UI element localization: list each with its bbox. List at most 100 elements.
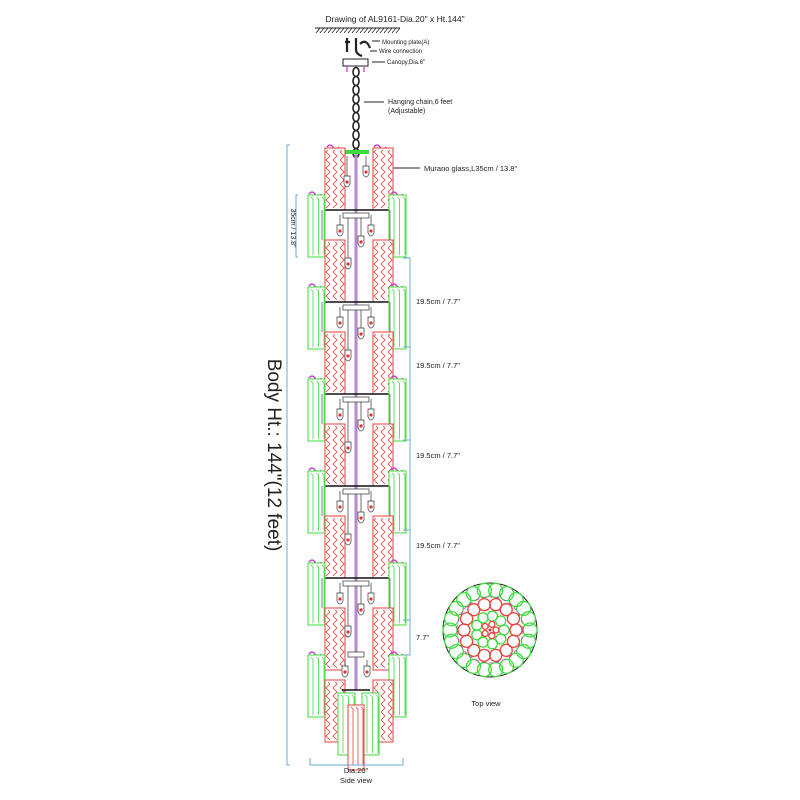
tier-spacing-dimensions: 19.5cm / 7.7" 19.5cm / 7.7" 19.5cm / 7.7" 1…: [403, 257, 460, 656]
green-glass-panel: [307, 654, 326, 718]
top-view-glass: [492, 626, 500, 634]
candle-bulb: [341, 665, 349, 678]
top-view-glass: [488, 661, 504, 678]
chain-note: (Adjustable): [388, 108, 425, 115]
hanging-chain: [352, 66, 360, 159]
candle-bulb: [357, 235, 365, 248]
candle-bulb: [344, 257, 352, 270]
green-glass-panel: [307, 562, 326, 626]
chandelier-body: [307, 144, 407, 771]
top-view-glass: [477, 648, 491, 662]
glass-length-label: 35cm / 13.8": [289, 208, 296, 248]
top-view-glass: [477, 636, 489, 648]
top-view-glass: [489, 598, 503, 612]
red-glass-panel: [372, 423, 394, 487]
top-view-glass: [506, 612, 521, 626]
chain-link: [352, 66, 360, 78]
chain-label: Hanging chain,6 feet: [388, 99, 452, 106]
candle-bulb: [363, 665, 371, 678]
top-view-glass: [516, 600, 532, 617]
top-view-glass: [467, 603, 481, 617]
candle-bulb: [344, 625, 352, 638]
red-glass-panel: [324, 147, 346, 211]
side-view-label: Side view: [340, 776, 373, 785]
candle-bulb: [336, 224, 344, 237]
top-plate: [343, 150, 369, 154]
top-view-glass: [520, 611, 537, 627]
chain-link: [352, 111, 360, 123]
green-glass-panel: [307, 194, 326, 258]
body-height-label: Body Ht.: 144"(12 feet): [263, 359, 284, 552]
candle-bulb: [367, 592, 375, 605]
top-view-glass: [459, 612, 474, 626]
chain-link: [352, 138, 360, 150]
top-view-glass: [499, 603, 513, 617]
body-height-dimension: [286, 144, 290, 766]
top-view-glass: [495, 615, 507, 627]
tier-spacing-label: 19.5cm / 7.7": [416, 541, 460, 550]
top-view-glass: [520, 633, 537, 649]
diameter-label: Dia.20": [344, 766, 369, 775]
candle-bulb: [336, 408, 344, 421]
top-view-label: Top view: [471, 699, 501, 708]
green-glass-panel: [307, 470, 326, 534]
mounting-plate-label: Mounting plate(A): [382, 40, 429, 46]
chain-link: [352, 93, 360, 105]
chain-link: [352, 75, 360, 87]
top-view-glass: [506, 634, 521, 648]
drawing-title: Drawing of AL9161-Dia.20" x Ht.144": [325, 14, 464, 24]
candle-bulb: [362, 165, 370, 178]
red-glass-panel: [324, 331, 346, 395]
top-view-glass: [488, 632, 496, 640]
canopy: [342, 58, 369, 67]
candle-bulb: [344, 349, 352, 362]
tier-spacing-label: 19.5cm / 7.7": [416, 297, 460, 306]
candle-bulb: [367, 500, 375, 513]
canopy-label: Canopy,Dia.6": [387, 60, 425, 66]
top-view-glass: [467, 643, 481, 657]
candle-bulb: [367, 224, 375, 237]
red-glass-panel: [324, 515, 346, 579]
tier-spacing-label: 7.7": [416, 633, 429, 642]
candle-bulb: [336, 500, 344, 513]
candle-bulb: [357, 603, 365, 616]
top-view-glass: [481, 629, 489, 638]
red-glass-panel: [324, 239, 346, 303]
candle-bulb: [357, 327, 365, 340]
red-glass-panel: [324, 423, 346, 487]
candle-bulb: [344, 533, 352, 546]
green-glass-panel: [307, 286, 326, 350]
chain-link: [352, 102, 360, 114]
green-glass-panel: [361, 692, 380, 756]
dimension-bracket: [403, 619, 411, 656]
chain-link: [352, 120, 360, 132]
chain-link: [352, 84, 360, 96]
top-view-glass: [488, 582, 504, 599]
top-view-glass: [448, 643, 464, 660]
candle-bulb: [367, 316, 375, 329]
candle-bulb: [344, 441, 352, 454]
red-glass-panel: [347, 704, 365, 771]
candle-bulb: [357, 511, 365, 524]
candle-bulb: [336, 592, 344, 605]
top-view-glass: [442, 622, 458, 638]
top-view-glass: [498, 658, 515, 675]
top-view-diagram: [442, 582, 538, 678]
red-glass-panel: [324, 607, 346, 671]
candle-bulb: [336, 316, 344, 329]
top-view-glass: [495, 633, 507, 645]
red-glass-panel: [372, 147, 394, 211]
chain-link: [352, 129, 360, 141]
top-view-glass: [481, 622, 489, 631]
candle-bulb: [357, 419, 365, 432]
top-view-glass: [499, 643, 513, 657]
top-view-glass: [488, 620, 496, 628]
candle-bulb: [343, 175, 351, 188]
glass-label: Murano glass,L35cm / 13.8": [424, 164, 517, 173]
tier-spacing-label: 19.5cm / 7.7": [416, 361, 460, 370]
tier-spacing-label: 19.5cm / 7.7": [416, 451, 460, 460]
candle-bulb: [367, 408, 375, 421]
mounting-plate-icon: [345, 38, 372, 58]
wire-connection-label: Wire connection: [379, 49, 422, 55]
